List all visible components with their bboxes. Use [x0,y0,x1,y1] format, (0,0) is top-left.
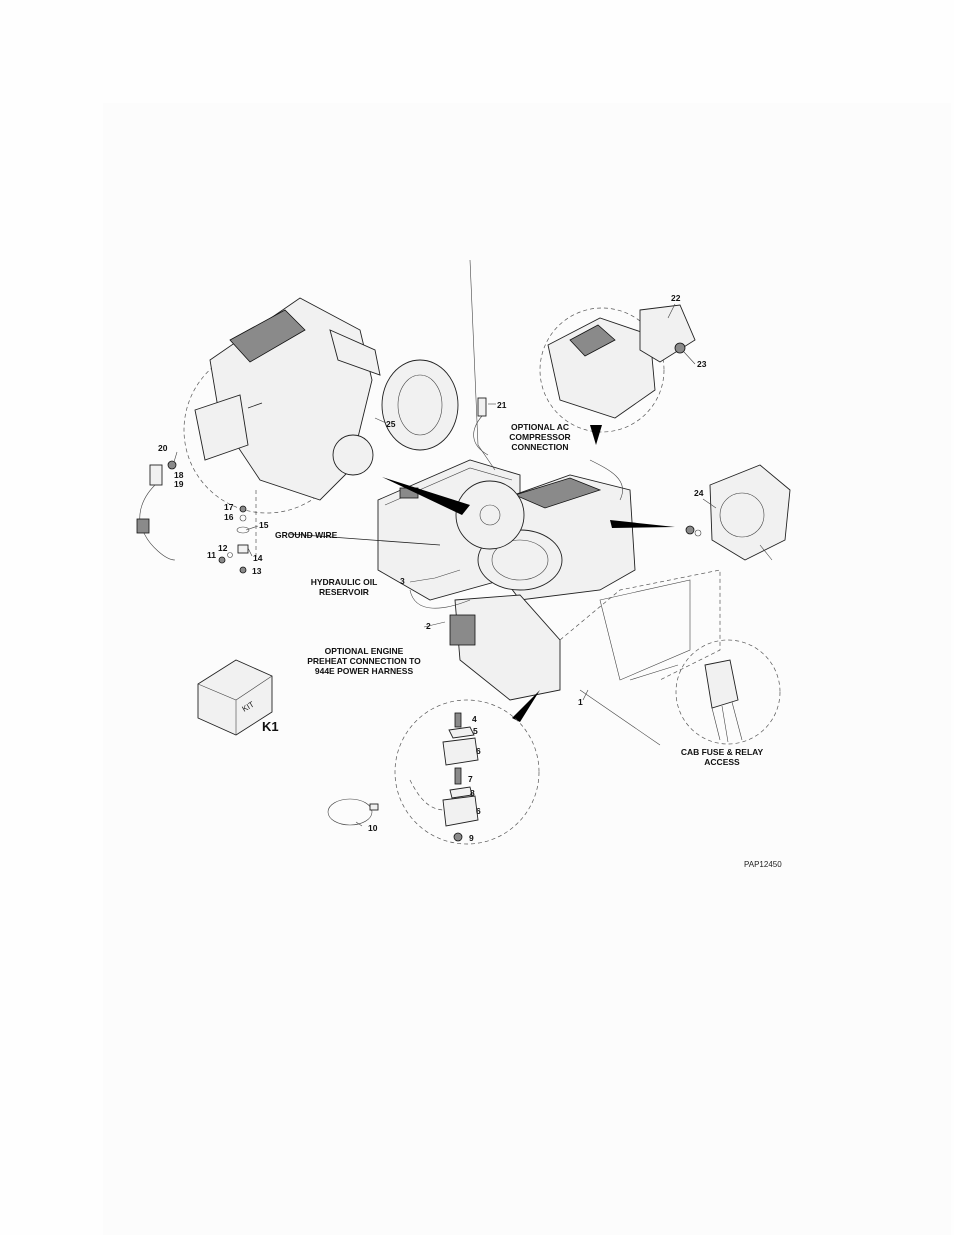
cable-tie [328,799,378,825]
callout-11: 11 [207,550,216,560]
cab-area [560,570,780,745]
ground-wire-label: GROUND WIRE [275,530,338,540]
callout-21: 21 [497,400,507,410]
preheat-label-line-3: 944E POWER HARNESS [315,666,414,676]
cab-label: CAB FUSE & RELAY ACCESS [681,747,764,767]
part-20 [168,461,176,469]
kit-box: KIT K1 [198,660,279,735]
fuse-connector [705,660,738,708]
sensor-21 [474,398,488,455]
part-16 [240,515,246,521]
part-4 [455,713,461,727]
alternator-nut [686,526,694,534]
callout-7: 7 [468,774,473,784]
callout-25: 25 [386,419,396,429]
alternator-washer [695,530,701,536]
leader-10 [356,822,362,826]
ac-label-line-2: COMPRESSOR [509,432,570,442]
callout-8: 8 [470,788,475,798]
reservoir-label-line-1: HYDRAULIC OIL [311,577,378,587]
cab-floor-line [580,690,660,745]
cab-label-line-2: ACCESS [704,757,740,767]
sensor-20 [137,461,176,560]
mount-hidden-line [410,780,445,810]
callout-22: 22 [671,293,681,303]
part-6-upper [443,738,478,765]
preheat-label-line-1: OPTIONAL ENGINE [325,646,404,656]
preheat-label: OPTIONAL ENGINE PREHEAT CONNECTION TO 94… [307,646,421,676]
cable-tie-head [370,804,378,810]
figure-id: PAP12450 [744,860,782,869]
part-12 [228,553,233,558]
part-5 [449,727,474,738]
reservoir-label-line-2: RESERVOIR [319,587,369,597]
kit-label: K1 [262,719,279,734]
part-10 [328,799,372,825]
kit-box-body [198,660,272,735]
cab-panel [600,580,690,680]
leader-20 [174,452,177,462]
preheat-label-line-2: PREHEAT CONNECTION TO [307,656,421,666]
leader-23 [684,352,695,364]
leader-14 [248,548,252,556]
part-17 [240,506,246,512]
callout-24: 24 [694,488,704,498]
callout-6-upper: 6 [476,746,481,756]
ac-label: OPTIONAL AC COMPRESSOR CONNECTION [509,422,570,452]
cab-label-line-1: CAB FUSE & RELAY [681,747,764,757]
pointer-wedge-right [610,520,675,528]
pump-detail-circle [456,481,524,549]
valve-block [450,615,475,645]
alternator-body [710,465,790,560]
callout-10: 10 [368,823,378,833]
ac-label-line-1: OPTIONAL AC [511,422,569,432]
reservoir-label: HYDRAULIC OIL RESERVOIR [311,577,378,597]
air-filter [382,360,458,450]
part-13 [240,567,246,573]
callout-17: 17 [224,502,234,512]
transmission-housing [455,595,560,700]
mount-detail [395,700,539,844]
callout-20: 20 [158,443,168,453]
sensor-connector [137,519,149,533]
callout-1: 1 [578,697,583,707]
callout-13: 13 [252,566,262,576]
part-15 [237,527,249,533]
callout-14: 14 [253,553,263,563]
callout-19: 19 [174,479,184,489]
callout-23: 23 [697,359,707,369]
part-21 [478,398,486,416]
part-14 [238,545,248,553]
arrow-down-ac [590,425,602,445]
bracket-22 [640,305,695,362]
nut-23 [675,343,685,353]
callout-5: 5 [473,726,478,736]
part-11 [219,557,225,563]
callout-3: 3 [400,576,405,586]
callout-15: 15 [259,520,269,530]
sensor-body [150,465,162,485]
alternator [686,465,790,560]
fuse-wires [712,702,742,742]
part-7 [455,768,461,784]
callout-12: 12 [218,543,228,553]
part-6-lower [443,796,478,826]
callout-16: 16 [224,512,234,522]
upper-left-engine [184,298,458,513]
callout-4: 4 [472,714,477,724]
callout-9: 9 [469,833,474,843]
callout-6-lower: 6 [476,806,481,816]
part-9 [454,833,462,841]
ac-label-line-3: CONNECTION [511,442,568,452]
flywheel-housing [333,435,373,475]
